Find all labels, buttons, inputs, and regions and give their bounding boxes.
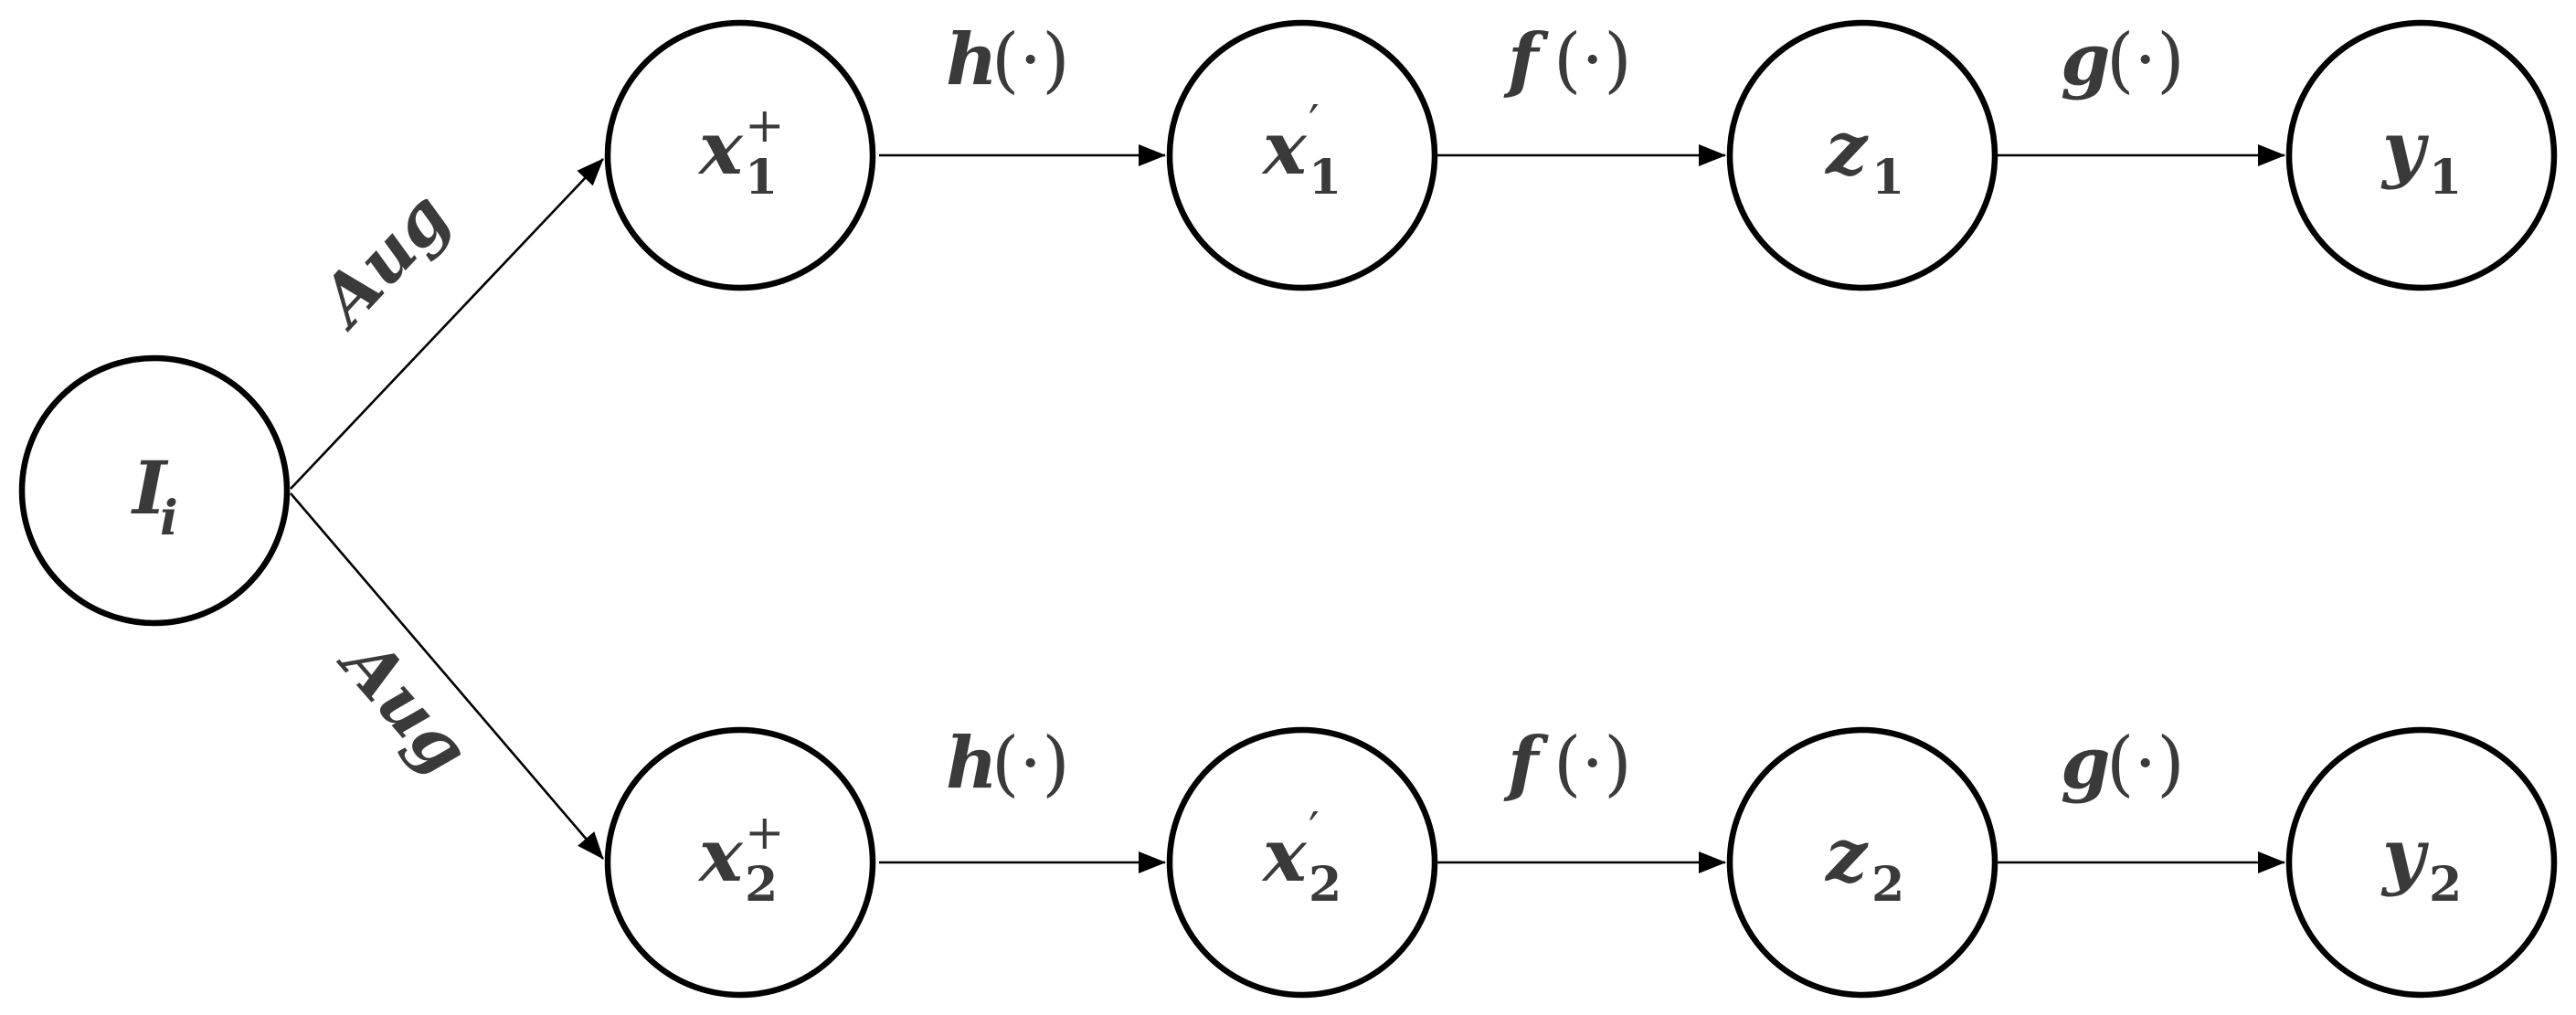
node-z2: z 2 (1726, 726, 1998, 999)
node-z1: z 1 (1726, 19, 1998, 291)
edge-labels-bottom: h (·) f (·) g (·) (946, 722, 2185, 805)
node-x1plus-sup: + (745, 99, 785, 153)
node-x2prime-sub: 2 (1309, 857, 1341, 913)
edge-label-h-bottom-fn: h (946, 722, 998, 805)
edge-label-g-bottom: g (·) (2061, 722, 2185, 805)
node-x1plus-sub: 1 (745, 150, 778, 206)
edge-label-f-top-fn: f (1503, 18, 1549, 101)
node-z1-main: z (1824, 105, 1869, 191)
edge-label-h-top-arg: (·) (991, 19, 1070, 101)
node-x2prime-sup: ′ (1309, 803, 1320, 858)
edge-input-to-x1plus (290, 158, 604, 490)
node-input-main: I (131, 445, 169, 531)
node-x1prime-sub: 1 (1309, 150, 1341, 206)
edge-label-f-bottom: f (·) (1503, 722, 1632, 805)
edge-label-f-bottom-fn: f (1503, 722, 1549, 805)
node-input: I i (18, 354, 291, 627)
edge-label-g-bottom-arg: (·) (2106, 723, 2185, 805)
node-x2plus-main: x (697, 812, 744, 898)
nodes: I i x + 1 x ′ 1 z 1 y 1 x (18, 19, 2558, 999)
node-y1: y 1 (2285, 19, 2558, 291)
edge-label-g-top-fn: g (2061, 18, 2111, 101)
edge-label-g-top-arg: (·) (2106, 19, 2185, 101)
aug-label-bottom: Aug (323, 620, 484, 788)
edge-label-h-top: h (·) (946, 18, 1070, 101)
node-x1prime: x ′ 1 (1166, 19, 1438, 291)
node-y2: y 2 (2285, 726, 2558, 999)
node-x2plus-sup: + (745, 806, 785, 861)
node-z1-sub: 1 (1871, 150, 1904, 206)
node-y2-main: y (2380, 812, 2430, 898)
node-z2-main: z (1824, 812, 1869, 898)
node-y1-sub: 1 (2429, 150, 2462, 206)
edge-labels-top: h (·) f (·) g (·) (946, 18, 2185, 101)
node-x1plus-main: x (697, 105, 744, 191)
node-z2-sub: 2 (1871, 857, 1904, 913)
aug-label-top: Aug (302, 177, 465, 344)
node-x1plus: x + 1 (604, 19, 876, 291)
edge-label-h-top-fn: h (946, 18, 998, 101)
edge-label-h-bottom: h (·) (946, 722, 1070, 805)
edge-label-f-bottom-arg: (·) (1553, 723, 1632, 805)
edges (290, 144, 2285, 873)
node-x2plus-sub: 2 (745, 857, 778, 913)
node-input-sub: i (160, 491, 178, 546)
node-y2-sub: 2 (2429, 857, 2462, 913)
node-y1-main: y (2380, 105, 2430, 191)
node-x1prime-sup: ′ (1309, 96, 1320, 151)
edge-label-g-bottom-fn: g (2061, 722, 2111, 805)
edge-label-g-top: g (·) (2061, 18, 2185, 101)
edge-label-f-top-arg: (·) (1553, 19, 1632, 101)
node-x2prime-main: x (1261, 812, 1308, 898)
node-x2prime: x ′ 2 (1166, 726, 1438, 999)
node-x1prime-main: x (1261, 105, 1308, 191)
edge-input-to-x2plus (290, 492, 604, 860)
node-x2plus: x + 2 (604, 726, 876, 999)
edge-label-f-top: f (·) (1503, 18, 1632, 101)
edge-label-h-bottom-arg: (·) (991, 723, 1070, 805)
